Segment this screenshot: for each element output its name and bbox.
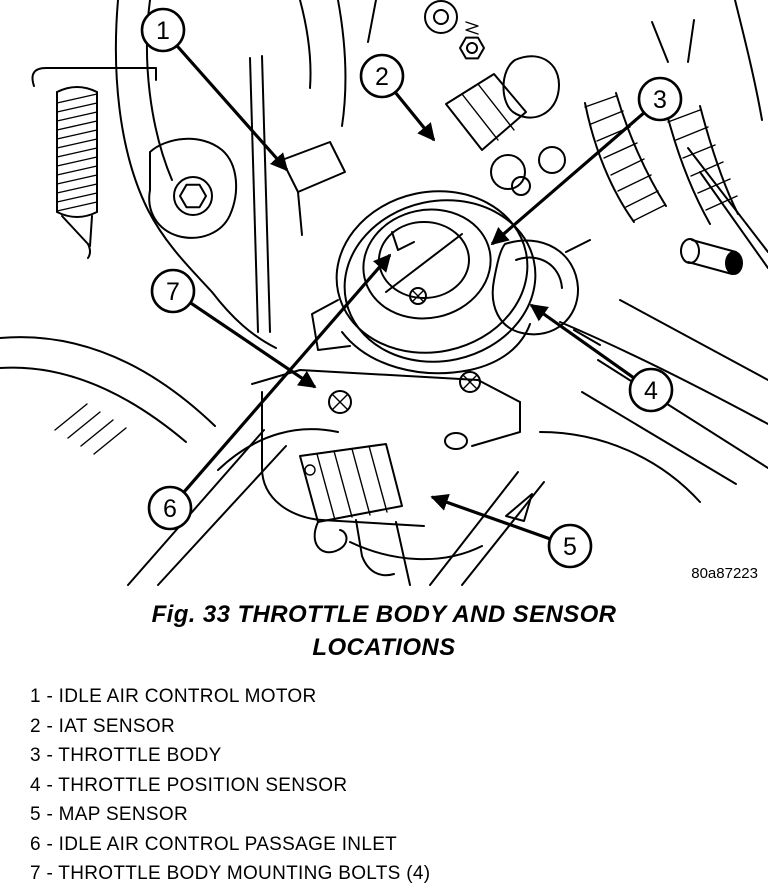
iat-sensor-drawing xyxy=(445,55,566,196)
callout-leader-4 xyxy=(529,303,634,379)
callout-leader-5 xyxy=(430,494,550,541)
callout-number-4: 4 xyxy=(644,377,658,405)
callout-3: 3 xyxy=(490,76,683,246)
legend-item: 7 - THROTTLE BODY MOUNTING BOLTS (4) xyxy=(30,863,431,884)
left-panel-lines xyxy=(114,0,277,349)
callout-7: 7 xyxy=(150,268,317,389)
callout-circle-4 xyxy=(628,367,674,413)
caption-line-2: LOCATIONS xyxy=(312,634,456,661)
legend-item: 3 - THROTTLE BODY xyxy=(30,745,222,766)
legend-item: 4 - THROTTLE POSITION SENSOR xyxy=(30,774,348,796)
callout-leader-2 xyxy=(394,92,436,142)
legend-item: 1 - IDLE AIR CONTROL MOTOR xyxy=(30,686,317,707)
callout-number-3: 3 xyxy=(653,86,667,114)
map-sensor-drawing xyxy=(299,443,403,577)
callout-2: 2 xyxy=(359,53,436,142)
callout-number-6: 6 xyxy=(163,495,177,523)
tps-drawing xyxy=(491,239,601,346)
callout-4: 4 xyxy=(529,303,674,413)
legend: 1 - IDLE AIR CONTROL MOTOR 2 - IAT SENSO… xyxy=(30,682,768,889)
callout-number-1: 1 xyxy=(156,17,170,45)
figure-caption: Fig. 33 THROTTLE BODY AND SENSOR LOCATIO… xyxy=(0,598,768,664)
callout-leader-1 xyxy=(176,45,289,172)
callout-circle-1 xyxy=(140,7,186,53)
callout-circle-5 xyxy=(547,523,593,569)
figure-panel: 1 2 3 7 4 6 5 xyxy=(0,0,768,586)
callout-1: 1 xyxy=(140,7,289,172)
throttle-body-drawing xyxy=(311,190,537,414)
figure-code: 80a87223 xyxy=(691,565,758,582)
callout-number-7: 7 xyxy=(166,278,180,306)
spring-drawing xyxy=(31,67,157,259)
callout-6: 6 xyxy=(147,253,392,531)
top-bolts-drawing xyxy=(299,0,763,127)
callout-number-2: 2 xyxy=(375,63,389,91)
bottom-clutter-lines xyxy=(0,336,545,586)
callout-circle-2 xyxy=(359,53,405,99)
callout-number-5: 5 xyxy=(563,533,577,561)
engine-line-art xyxy=(0,0,768,586)
callout-leader-7 xyxy=(190,301,317,389)
legend-item: 2 - IAT SENSOR xyxy=(30,715,175,737)
legend-item: 6 - IDLE AIR CONTROL PASSAGE INLET xyxy=(30,833,398,855)
callout-circle-3 xyxy=(637,76,683,122)
caption-line-1: Fig. 33 THROTTLE BODY AND SENSOR xyxy=(151,601,617,628)
callout-leader-3 xyxy=(490,112,645,246)
callout-circle-6 xyxy=(147,485,193,531)
callout-circle-7 xyxy=(150,268,196,314)
ribbed-hose-drawing xyxy=(584,92,743,275)
legend-item: 5 - MAP SENSOR xyxy=(30,804,188,825)
callout-leader-6 xyxy=(183,253,392,493)
callout-5: 5 xyxy=(430,494,593,569)
iac-motor-drawing xyxy=(249,55,346,333)
right-clutter-lines xyxy=(505,147,768,522)
